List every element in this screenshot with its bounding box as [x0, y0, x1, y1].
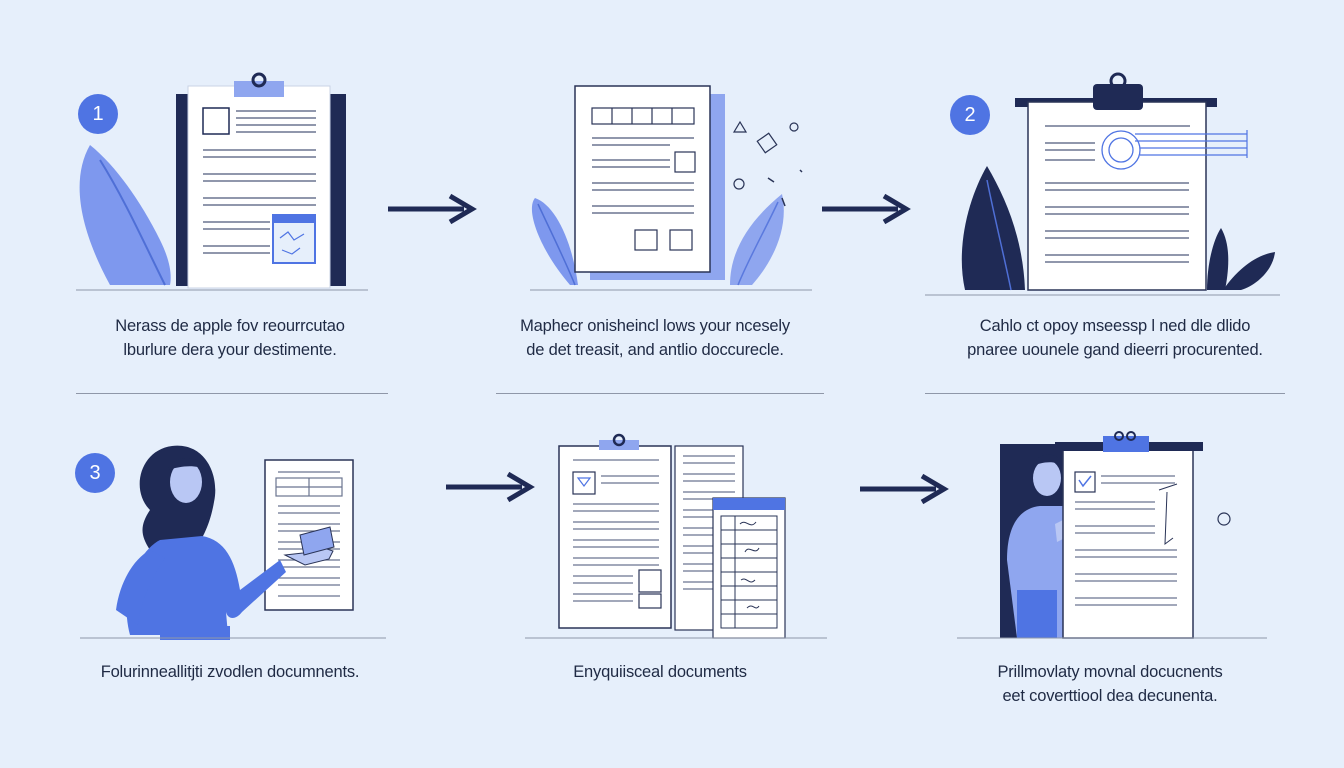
step-1-badge: 1	[78, 94, 118, 134]
stacked-documents-illustration	[525, 433, 827, 639]
clipboard-illustration-1	[76, 72, 368, 291]
step-3-caption: Cahlo ct opoy mseessp l ned dle dlido pn…	[920, 314, 1310, 362]
arrow-right-icon	[860, 473, 949, 505]
person-with-clipboard-illustration	[957, 431, 1267, 639]
divider	[76, 393, 388, 394]
document-illustration-2	[530, 85, 812, 291]
divider	[925, 393, 1285, 394]
caption-line: Cahlo ct opoy mseessp l ned dle dlido	[979, 317, 1251, 335]
caption-line: Maphecr onisheincl lows your ncesely	[520, 317, 790, 335]
clipboard-illustration-3	[925, 72, 1280, 296]
step-5-caption: Enyquiisceal documents	[480, 660, 840, 684]
arrow-right-icon	[388, 193, 477, 225]
caption-line: lburlure dera your destimente.	[123, 341, 337, 359]
caption-line: Prillmovlaty movnal docucnents	[997, 663, 1223, 681]
step-6-caption: Prillmovlaty movnal docucnents eet cover…	[930, 660, 1290, 708]
step-2-caption: Maphecr onisheincl lows your ncesely de …	[470, 314, 840, 362]
caption-line: Nerass de apple fov reourrcutao	[115, 317, 345, 335]
caption-line: Enyquiisceal documents	[573, 663, 747, 681]
step-3-badge: 3	[75, 453, 115, 493]
divider	[496, 393, 824, 394]
step-4-caption: Folurinneallitjti zvodlen documnents.	[60, 660, 400, 684]
caption-line: de det treasit, and antlio doccurecle.	[526, 341, 784, 359]
person-presenting-illustration	[80, 445, 386, 640]
step-1-caption: Nerass de apple fov reourrcutao lburlure…	[60, 314, 400, 362]
step-2-badge: 2	[950, 95, 990, 135]
caption-line: eet coverttiool dea decunenta.	[1002, 687, 1218, 705]
caption-line: Folurinneallitjti zvodlen documnents.	[100, 663, 360, 681]
arrow-right-icon	[446, 471, 535, 503]
arrow-right-icon	[822, 193, 911, 225]
caption-line: pnaree uounele gand dieerri procurented.	[967, 341, 1263, 359]
